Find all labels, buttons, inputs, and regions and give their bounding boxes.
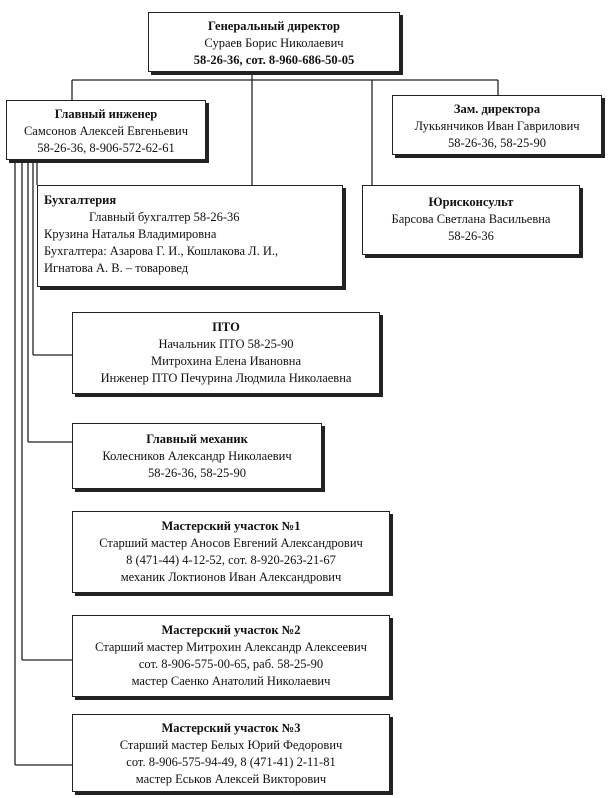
chief-engineer-name: Самсонов Алексей Евгеньевич — [23, 124, 189, 138]
section2-title: Мастерский участок №2 — [161, 623, 301, 637]
accounting-line4: Игнатова А. В. – товаровед — [44, 261, 189, 275]
section2-box: Мастерский участок №2 Старший мастер Мит… — [72, 615, 390, 697]
accounting-title: Бухгалтерия — [44, 193, 117, 207]
chief-engineer-phone: 58-26-36, 8-906-572-62-61 — [37, 141, 175, 155]
chief-mechanic-title: Главный механик — [146, 432, 248, 446]
pto-box: ПТО Начальник ПТО 58-25-90 Митрохина Еле… — [72, 312, 380, 394]
chief-engineer-title: Главный инженер — [54, 107, 158, 121]
section2-line2: сот. 8-906-575-00-65, раб. 58-25-90 — [138, 657, 324, 671]
pto-line2: Митрохина Елена Ивановна — [150, 354, 302, 368]
chief-mechanic-phone: 58-26-36, 58-25-90 — [148, 466, 246, 480]
section1-box: Мастерский участок №1 Старший мастер Ано… — [72, 511, 390, 593]
accounting-line1: Главный бухгалтер 58-26-36 — [89, 210, 240, 224]
section1-line2: 8 (471-44) 4-12-52, сот. 8-920-263-21-67 — [126, 553, 336, 567]
director-box: Генеральный директор Сураев Борис Никола… — [148, 12, 400, 72]
section1-title: Мастерский участок №1 — [161, 519, 301, 533]
director-title: Генеральный директор — [208, 19, 340, 33]
section2-line1: Старший мастер Митрохин Александр Алексе… — [95, 640, 367, 654]
section3-line2: сот. 8-906-575-94-49, 8 (471-41) 2-11-81 — [126, 755, 336, 769]
section3-title: Мастерский участок №3 — [161, 721, 301, 735]
legal-phone: 58-26-36 — [448, 229, 494, 243]
legal-name: Барсова Светлана Васильевна — [391, 212, 551, 226]
section1-line1: Старший мастер Аносов Евгений Александро… — [99, 536, 363, 550]
chief-mechanic-box: Главный механик Колесников Александр Ник… — [72, 423, 322, 489]
accounting-box: Бухгалтерия Главный бухгалтер 58-26-36 К… — [37, 185, 343, 287]
director-name: Сураев Борис Николаевич — [204, 36, 344, 50]
deputy-director-box: Зам. директора Лукьянчиков Иван Гаврилов… — [392, 95, 602, 155]
section3-line1: Старший мастер Белых Юрий Федорович — [119, 738, 343, 752]
section2-line3: мастер Саенко Анатолий Николаевич — [131, 674, 331, 688]
chief-engineer-box: Главный инженер Самсонов Алексей Евгенье… — [6, 100, 206, 160]
section3-box: Мастерский участок №3 Старший мастер Бел… — [72, 714, 390, 792]
accounting-line3: Бухгалтера: Азарова Г. И., Кошлакова Л. … — [44, 244, 279, 258]
pto-line3: Инженер ПТО Печурина Людмила Николаевна — [100, 371, 352, 385]
section1-line3: механик Локтионов Иван Александрович — [120, 570, 342, 584]
deputy-title: Зам. директора — [453, 102, 541, 116]
accounting-line2: Крузина Наталья Владимировна — [44, 227, 217, 241]
legal-counsel-box: Юрисконсульт Барсова Светлана Васильевна… — [362, 185, 580, 255]
director-phone: 58-26-36, сот. 8-960-686-50-05 — [193, 53, 355, 67]
deputy-phone: 58-26-36, 58-25-90 — [448, 136, 546, 150]
section3-line3: мастер Еськов Алексей Викторович — [135, 772, 327, 786]
pto-title: ПТО — [212, 320, 240, 334]
chief-mechanic-name: Колесников Александр Николаевич — [102, 449, 292, 463]
legal-title: Юрисконсульт — [428, 195, 514, 209]
deputy-name: Лукьянчиков Иван Гаврилович — [414, 119, 580, 133]
pto-line1: Начальник ПТО 58-25-90 — [158, 337, 294, 351]
